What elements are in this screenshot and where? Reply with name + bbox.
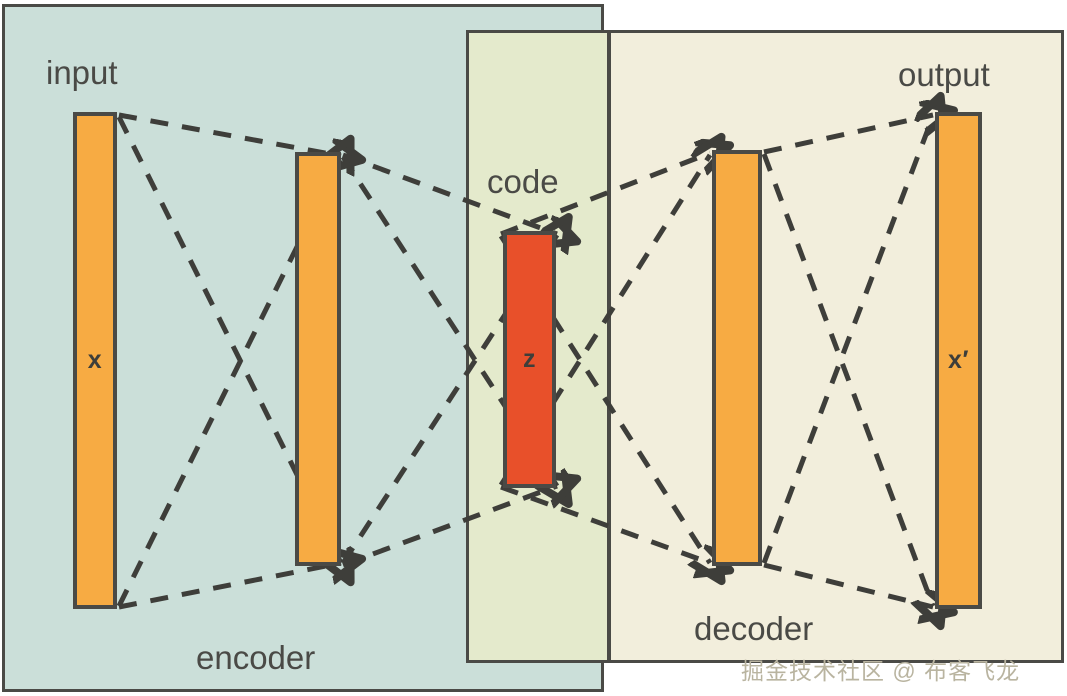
caption-input: input bbox=[46, 54, 118, 91]
watermark-text: 掘金技术社区 @ 布客飞龙 bbox=[741, 658, 1021, 684]
layer-label-input: x bbox=[87, 346, 103, 374]
layer-bar-encoder-hidden[interactable] bbox=[295, 152, 341, 566]
caption-code: code bbox=[487, 163, 559, 200]
caption-decoder: decoder bbox=[694, 610, 814, 647]
layer-bar-output[interactable]: x′ bbox=[935, 112, 982, 609]
layer-bar-input[interactable]: x bbox=[73, 112, 117, 609]
layer-label-output: x′ bbox=[948, 346, 969, 374]
caption-encoder: encoder bbox=[196, 639, 316, 676]
layer-bar-decoder-hidden[interactable] bbox=[712, 150, 762, 566]
caption-output: output bbox=[898, 56, 990, 93]
layer-bar-code[interactable]: z bbox=[503, 231, 556, 488]
layer-label-code: z bbox=[523, 345, 536, 373]
panel-decoder bbox=[608, 30, 1064, 663]
